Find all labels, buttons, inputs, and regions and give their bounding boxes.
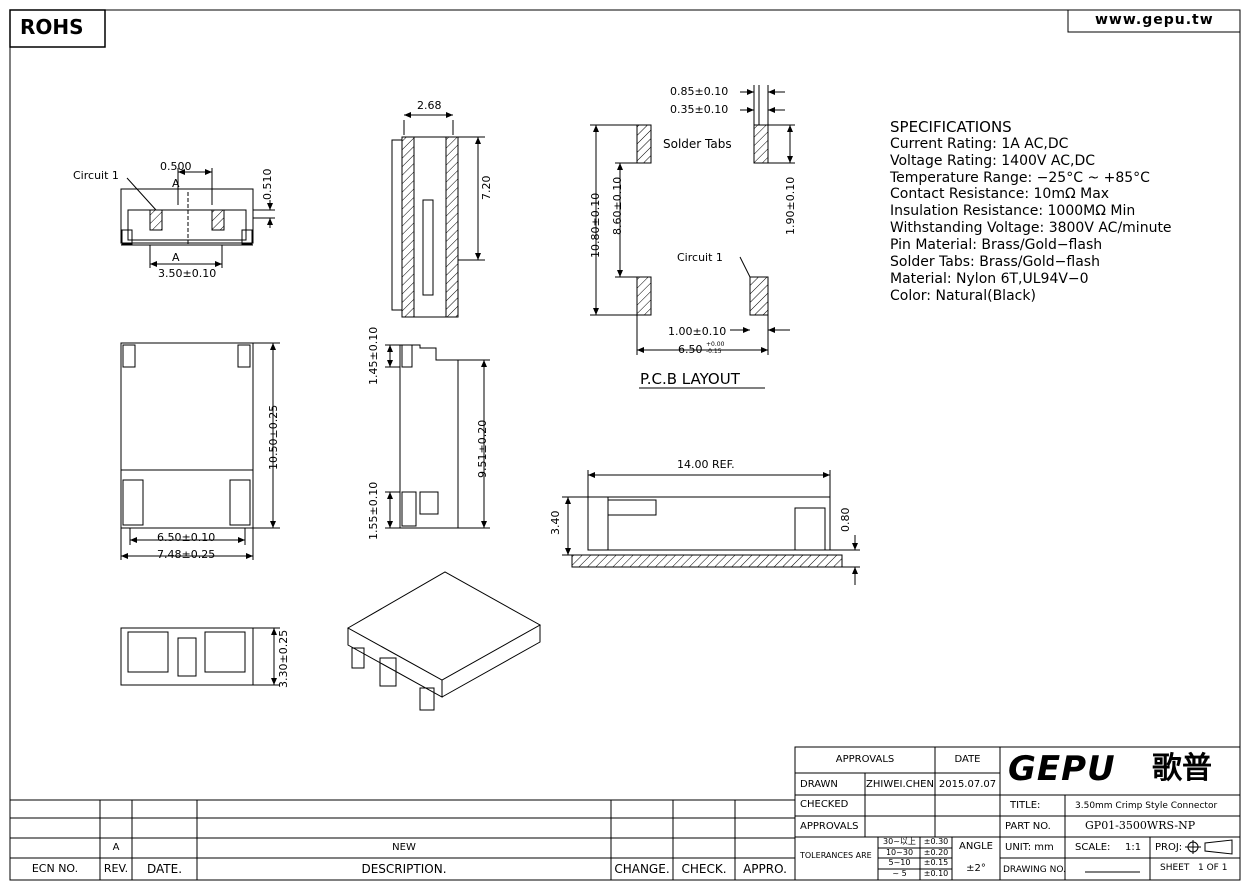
profile-standoff-dim: 0.80	[839, 507, 852, 533]
tb-approvals-header: APPROVALS	[835, 754, 895, 765]
tb-tol-range: 5~10	[888, 858, 911, 867]
tb-part-label: PART NO.	[1005, 821, 1051, 832]
spec-line: Color: Natural(Black)	[890, 288, 1036, 304]
rev-header-check: CHECK.	[681, 862, 727, 876]
tb-scale-label: SCALE:	[1075, 842, 1111, 853]
pcb-span-tol-minus: -0.15	[706, 348, 722, 355]
front-view	[120, 342, 280, 560]
pcb-tab-width-dim: 0.85±0.10	[670, 85, 729, 98]
tb-title-label: TITLE:	[1010, 800, 1041, 811]
spec-line: Temperature Range: −25°C ~ +85°C	[890, 170, 1150, 186]
pcb-layout	[590, 85, 795, 389]
front-inner-width-dim: 6.50±0.10	[157, 531, 216, 544]
rev-header-appro: APPRO.	[743, 862, 787, 876]
tb-tol-range: 10~30	[885, 848, 914, 857]
top-pin-span-dim: 3.50±0.10	[158, 267, 217, 280]
pcb-outer-dim: 10.80±0.10	[589, 192, 602, 258]
tb-proj-label: PROJ:	[1155, 842, 1183, 853]
tb-tol-range: 30~以上	[883, 837, 916, 846]
side-view-top	[391, 112, 485, 318]
gepu-logo-cn: 歌普	[1152, 751, 1212, 786]
tb-sheet-value: 1 OF 1	[1198, 863, 1228, 873]
tb-sheet-label: SHEET	[1160, 863, 1190, 873]
bottom-view	[120, 627, 280, 686]
tb-checked-label: CHECKED	[800, 799, 849, 810]
pcb-caption: P.C.B LAYOUT	[640, 370, 740, 388]
spec-line: Insulation Resistance: 1000MΩ Min	[890, 203, 1136, 219]
profile-length-dim: 14.00 REF.	[677, 458, 735, 471]
tb-drawn-date: 2015.07.07	[938, 779, 997, 790]
front-height-dim: 10.50±0.25	[267, 404, 280, 470]
tb-tol-value: ±0.20	[923, 848, 949, 857]
rohs-label: ROHS	[20, 15, 84, 39]
tb-tol-value: ±0.15	[923, 858, 949, 867]
top-pitch-dim: 0.500	[160, 160, 192, 173]
profile-view	[562, 470, 860, 585]
top-view	[120, 168, 275, 268]
profile-height-dim: 3.40	[549, 510, 562, 536]
spec-line: Material: Nylon 6T,UL94V−0	[890, 271, 1089, 287]
tb-angle-value: ±2°	[966, 863, 986, 874]
rev-header-ecn: ECN NO.	[31, 862, 79, 875]
bottom-height-dim: 3.30±0.25	[277, 629, 290, 688]
tb-date-header: DATE	[954, 754, 981, 765]
pcb-pad-width-dim: 1.00±0.10	[668, 325, 727, 338]
tb-tol-value: ±0.10	[923, 869, 949, 878]
spec-line: Current Rating: 1A AC,DC	[890, 136, 1069, 152]
side-bottom-dim: 1.55±0.10	[367, 481, 380, 540]
rev-header-date: DATE.	[146, 862, 183, 876]
side-top-height-dim: 7.20	[480, 175, 493, 201]
tb-drawn-label: DRAWN	[800, 779, 838, 790]
pcb-inner-dim: 8.60±0.10	[611, 176, 624, 235]
rev-header-description: DESCRIPTION.	[361, 862, 447, 876]
website-label: www.gepu.tw	[1095, 12, 1214, 28]
rev-header-change: CHANGE.	[614, 862, 670, 876]
tb-unit-label: UNIT: mm	[1005, 842, 1054, 853]
pcb-span-tol-plus: +0.00	[706, 341, 725, 348]
top-marker-a: A	[172, 177, 180, 190]
pcb-tab-gap-dim: 0.35±0.10	[670, 103, 729, 116]
tb-drawing-label: DRAWING NO.	[1003, 865, 1066, 875]
spec-title: SPECIFICATIONS	[890, 118, 1012, 136]
front-outer-width-dim: 7.48±0.25	[157, 548, 216, 561]
side-view	[385, 344, 490, 529]
top-marker-a-bottom: A	[172, 251, 180, 264]
tb-approvals-label: APPROVALS	[800, 821, 859, 832]
pcb-tab-length-dim: 1.90±0.10	[784, 176, 797, 235]
tb-drawn-name: ZHIWEI.CHEN	[866, 779, 934, 790]
title-block-lines	[794, 746, 1241, 881]
rev-new-label: NEW	[392, 842, 416, 853]
rev-header-rev: REV.	[103, 862, 129, 875]
spec-line: Pin Material: Brass/Gold−flash	[890, 237, 1103, 253]
side-top-dim: 1.45±0.10	[367, 326, 380, 385]
side-top-width-dim: 2.68	[417, 99, 442, 112]
pcb-circuit-label: Circuit 1	[677, 251, 723, 264]
side-height-dim: 9.51±0.20	[476, 419, 489, 478]
tb-title-value: 3.50mm Crimp Style Connector	[1075, 801, 1218, 811]
top-tab-height-dim: 0.510	[261, 168, 274, 201]
spec-line: Solder Tabs: Brass/Gold−flash	[890, 254, 1100, 270]
tb-scale-value: 1:1	[1125, 842, 1142, 853]
tb-tolerances-label: TOLERANCES ARE	[800, 851, 872, 860]
spec-line: Contact Resistance: 10mΩ Max	[890, 186, 1110, 202]
spec-line: Withstanding Voltage: 3800V AC/minute	[890, 220, 1172, 236]
rev-value: A	[112, 842, 120, 853]
isometric-view	[346, 571, 542, 711]
tb-tol-range: ~ 5	[892, 869, 907, 878]
tb-angle-label: ANGLE	[959, 841, 993, 852]
pcb-solder-tabs-label: Solder Tabs	[663, 137, 732, 151]
gepu-logo: GEPU	[1008, 749, 1116, 789]
tb-part-value: GP01-3500WRS-NP	[1085, 819, 1196, 832]
tb-tol-value: ±0.30	[923, 837, 949, 846]
top-circuit-label: Circuit 1	[73, 169, 119, 182]
spec-line: Voltage Rating: 1400V AC,DC	[890, 153, 1096, 169]
pcb-span-dim: 6.50	[678, 343, 703, 356]
